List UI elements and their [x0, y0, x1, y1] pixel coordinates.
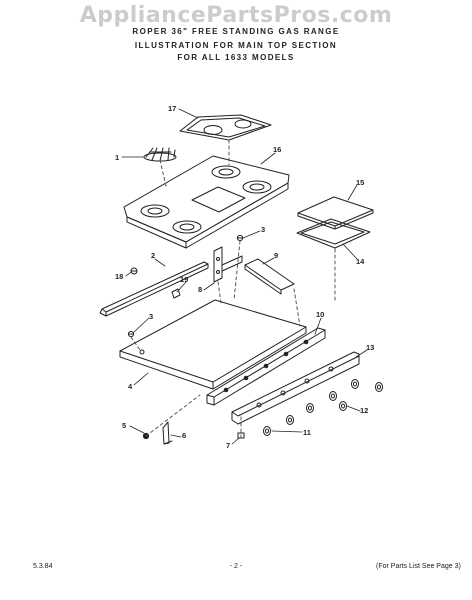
part-9-panel	[244, 258, 295, 295]
part-15-griddle-cover	[297, 196, 374, 230]
part-17-grate	[179, 114, 272, 141]
callout-13: 13	[366, 343, 375, 352]
callout-1: 1	[115, 153, 120, 162]
guide-lines	[130, 139, 336, 439]
leader-lines	[121, 108, 368, 445]
part-6-bracket	[162, 421, 173, 445]
part-10-front-rail	[206, 327, 326, 406]
footer-parts-reference: (For Parts List See Page 3)	[376, 563, 461, 570]
part-2-rail	[99, 261, 209, 317]
callout-18: 18	[115, 272, 124, 281]
callout-7: 7	[226, 441, 231, 450]
part-3-screw-lower	[127, 330, 135, 338]
part-7-screw	[237, 432, 245, 439]
part-13-manifold-panel	[231, 351, 360, 425]
callout-14: 14	[356, 257, 365, 266]
part-14-griddle	[296, 218, 371, 249]
callout-2: 2	[151, 251, 156, 260]
diagram-subtitle: ILLUSTRATION FOR MAIN TOP SECTION	[134, 41, 338, 50]
watermark: AppliancePartsPros.com	[79, 3, 393, 28]
part-16-cooktop	[123, 155, 290, 249]
callout-8: 8	[198, 285, 203, 294]
callout-3-lower: 3	[149, 312, 154, 321]
part-4-bottom-pan	[119, 299, 307, 390]
diagram-models: FOR ALL 1633 MODELS	[177, 53, 295, 62]
callout-10: 10	[316, 310, 325, 319]
part-3-screw-upper	[236, 234, 244, 242]
part-18-screw	[130, 267, 138, 275]
part-8-bracket	[213, 246, 243, 283]
diagram-title: ROPER 36" FREE STANDING GAS RANGE	[132, 27, 340, 36]
part-12-knobs	[263, 379, 383, 436]
callout-3-upper: 3	[261, 225, 266, 234]
footer-date: 5.3.84	[33, 563, 53, 570]
callout-4: 4	[128, 382, 133, 391]
part-1-burner	[143, 147, 177, 162]
footer-page-number: - 2 -	[229, 563, 243, 570]
callout-12: 12	[360, 406, 369, 415]
callout-19: 19	[180, 275, 189, 284]
callout-16: 16	[273, 145, 282, 154]
callout-11: 11	[303, 428, 311, 437]
callout-15: 15	[356, 178, 365, 187]
callout-5: 5	[122, 421, 127, 430]
callout-9: 9	[274, 251, 279, 260]
callout-17: 17	[168, 104, 177, 113]
callout-6: 6	[182, 431, 187, 440]
part-19-clip	[171, 288, 181, 299]
